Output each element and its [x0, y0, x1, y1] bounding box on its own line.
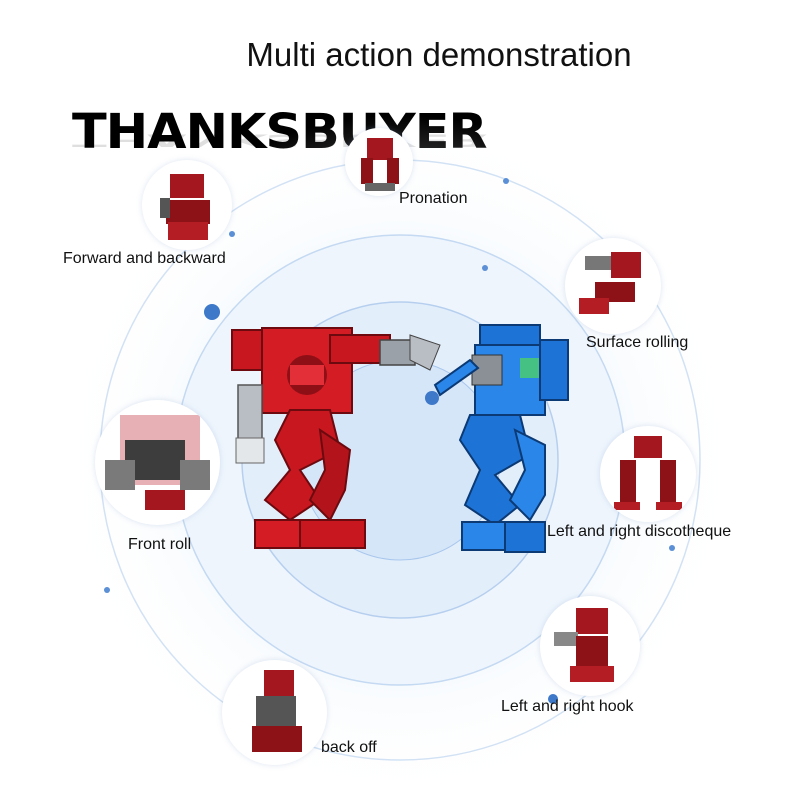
forward-backward-image [142, 160, 232, 250]
action-label-discotheque: Left and right discotheque [547, 523, 732, 540]
ring-dot [503, 178, 509, 184]
front-roll-image [95, 400, 220, 525]
ring-dot [548, 694, 558, 704]
discotheque-image [600, 426, 696, 522]
ring-dot [229, 231, 235, 237]
pronation-image [345, 128, 413, 196]
back-off-image [222, 660, 327, 765]
action-label-pronation: Pronation [399, 190, 468, 207]
ring-dot [204, 304, 220, 320]
ring-dot [482, 265, 488, 271]
action-label-hook: Left and right hook [501, 698, 634, 715]
ring-dot [425, 391, 439, 405]
action-label-forward-backward: Forward and backward [63, 250, 226, 267]
red-robot [231, 327, 441, 549]
action-label-surface-rolling: Surface rolling [586, 334, 689, 351]
hook-image [540, 596, 640, 696]
action-label-back-off: back off [321, 739, 377, 756]
page-title: Multi action demonstration [246, 36, 632, 73]
ring-dot [669, 545, 675, 551]
ring-dot [104, 587, 110, 593]
blue-robot [433, 324, 569, 553]
action-label-front-roll: Front roll [128, 536, 192, 553]
surface-rolling-image [565, 238, 661, 334]
